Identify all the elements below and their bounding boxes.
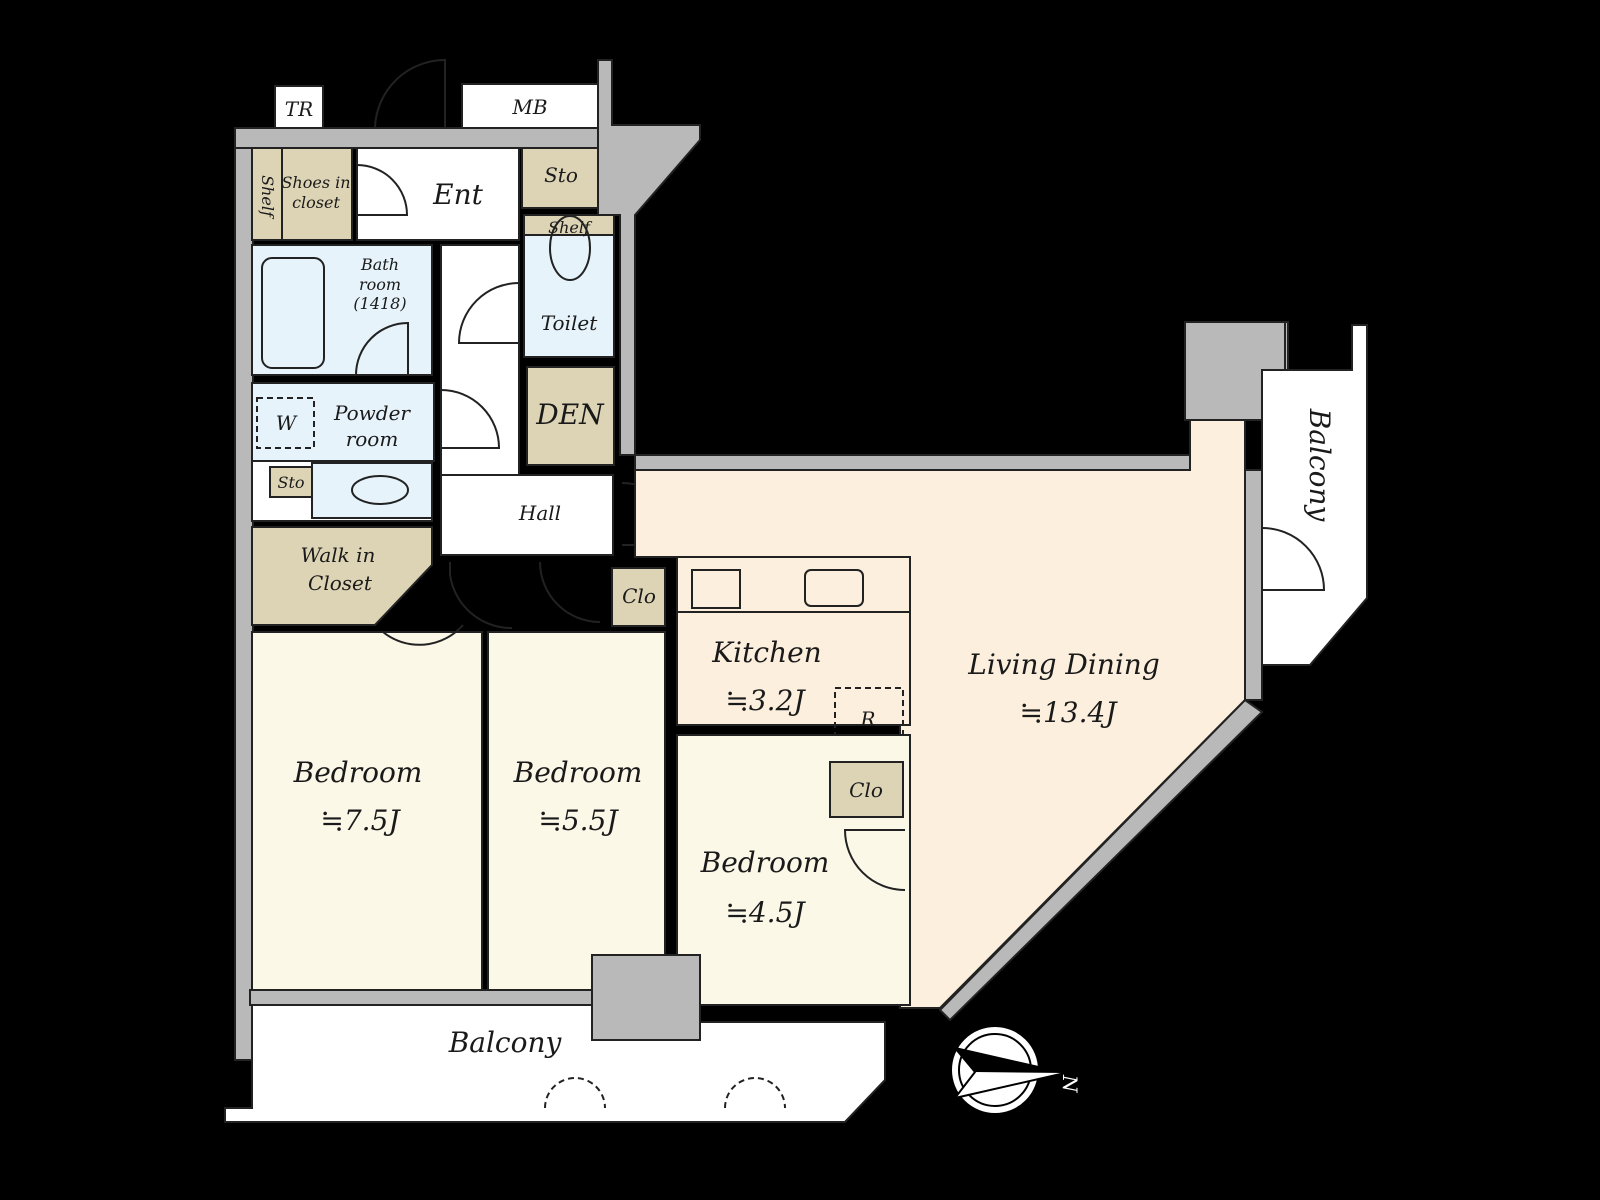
label-shoes-1: Shoes in [281,173,350,192]
trunk-room [274,85,324,129]
label-bed2: Bedroom [513,756,643,789]
closet-2 [829,761,904,818]
label-sto-powder: Sto [277,473,304,492]
balcony-bottom [224,1004,886,1123]
label-bath-3: (1418) [353,294,406,313]
powder-door[interactable] [440,389,501,449]
kitchen-counter [676,556,911,613]
shelf [251,147,283,241]
meter-box [461,83,599,129]
bedroom-1-door[interactable] [449,562,513,630]
closet-1 [611,567,666,627]
storage-top [521,147,599,209]
label-bed3-size: ≒4.5J [725,896,806,929]
label-balcony-right: Balcony [1303,408,1336,523]
column [591,954,701,1041]
drain-icon [724,1077,786,1109]
bathroom [251,244,433,376]
sink-kitchen-icon [804,569,864,607]
label-den: DEN [535,398,605,431]
label-bed1: Bedroom [293,756,423,789]
wic-door[interactable] [382,624,464,646]
powder-room [251,382,435,462]
label-wic-1: Walk in [301,543,376,567]
vanity [311,462,433,519]
label-r: R [859,707,875,731]
bathtub-icon [261,257,325,369]
label-bed2-size: ≒5.5J [538,804,619,837]
label-sto-top: Sto [544,163,578,187]
label-living-size: ≒13.4J [1019,696,1118,729]
bedroom-1 [251,631,483,991]
compass-icon: N [952,1027,1082,1113]
label-wic-2: Closet [308,571,373,595]
toilet [523,214,615,358]
bath-door[interactable] [355,321,409,376]
label-bed1-size: ≒7.5J [320,804,401,837]
entrance [356,147,520,241]
label-living: Living Dining [967,648,1160,681]
toilet-shelf [523,214,615,236]
label-clo-2: Clo [849,778,883,802]
label-bath-1: Bath [360,255,399,274]
corridor [440,244,520,476]
balcony-right [1261,324,1368,666]
label-w: W [276,411,298,435]
label-clo-1: Clo [622,584,656,608]
label-hall: Hall [518,501,561,525]
bedroom-2-door[interactable] [539,561,601,623]
label-powder-1: Powder [333,401,411,425]
balcony-door[interactable] [1261,527,1326,591]
label-balcony-bottom: Balcony [448,1026,563,1059]
compass-north-label: N [1058,1074,1082,1094]
shoes-closet [281,147,353,241]
label-bath-2: room [359,275,401,294]
label-powder-2: room [346,427,399,451]
den [526,366,615,466]
walk-in-closet [251,526,433,626]
label-ent: Ent [432,178,483,211]
label-shoes-2: closet [292,193,340,212]
drain-icon [544,1077,606,1109]
bedroom-2 [487,631,666,991]
bedroom-3-door[interactable] [843,829,906,891]
label-kitchen-size: ≒3.2J [725,684,806,717]
label-bed3: Bedroom [700,846,830,879]
label-mb: MB [511,95,547,119]
hall [440,474,614,556]
label-toilet: Toilet [541,311,598,335]
toilet-bowl-icon [549,215,591,281]
label-tr: TR [285,97,313,121]
label-kitchen: Kitchen [711,636,821,669]
sink-icon [351,475,409,505]
stove-icon [691,569,741,609]
closet-door[interactable] [356,164,409,216]
toilet-door[interactable] [457,282,520,344]
front-door[interactable] [374,58,446,129]
label-shelf: Shelf [258,175,277,220]
washer-space [256,397,315,449]
